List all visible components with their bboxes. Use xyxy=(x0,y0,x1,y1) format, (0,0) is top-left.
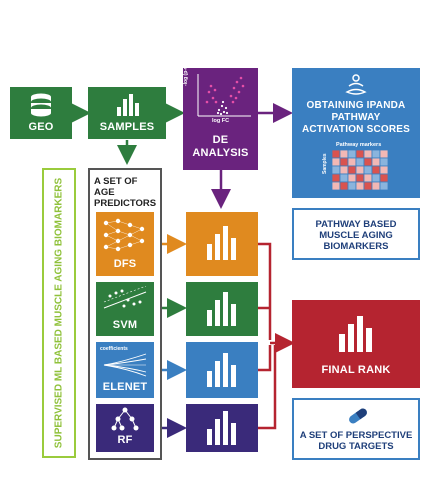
elenet-node: coefficients ELENET xyxy=(96,342,154,398)
final-rank-node: FINAL RANK xyxy=(292,300,420,388)
heatmap-icon xyxy=(332,150,388,190)
samples-node: SAMPLES xyxy=(88,87,166,139)
dfs-node: DFS xyxy=(96,212,154,276)
ipanda-label: OBTAINING IPANDA PATHWAY ACTIVATION SCOR… xyxy=(301,100,411,135)
bar-chart-icon xyxy=(207,411,236,445)
heatmap-side-label: Samples xyxy=(322,153,328,174)
volcano-plot-icon xyxy=(197,74,251,117)
svm-ranking-bars xyxy=(186,282,258,336)
svm-label: SVM xyxy=(112,319,138,331)
bar-chart-icon xyxy=(117,94,139,116)
bar-chart-icon xyxy=(207,226,236,260)
meditation-icon xyxy=(345,74,367,95)
samples-label: SAMPLES xyxy=(99,121,155,133)
supervised-ml-label: SUPERVISED ML BASED MUSCLE AGING BIOMARK… xyxy=(53,177,65,449)
scatter-icon xyxy=(103,286,147,309)
dfs-ranking-bars xyxy=(186,212,258,276)
bar-chart-icon xyxy=(339,316,372,352)
pathway-biomarkers-node: PATHWAY BASED MUSCLE AGING BIOMARKERS xyxy=(292,208,420,260)
supervised-ml-label-box: SUPERVISED ML BASED MUSCLE AGING BIOMARK… xyxy=(42,168,76,458)
elenet-ranking-bars xyxy=(186,342,258,398)
geo-label: GEO xyxy=(28,121,54,133)
bar-chart-icon xyxy=(207,353,236,387)
volcano-y-label: -log (p-value) xyxy=(183,54,189,86)
svm-node: SVM xyxy=(96,282,154,336)
rf-label: RF xyxy=(117,434,133,446)
rf-node: RF xyxy=(96,404,154,452)
predictors-title: A SET OF AGE PREDICTORS xyxy=(94,176,157,209)
drug-targets-node: A SET OF PERSPECTIVE DRUG TARGETS xyxy=(292,398,420,460)
geo-node: GEO xyxy=(10,87,72,139)
final-rank-label: FINAL RANK xyxy=(321,364,391,376)
capsule-icon xyxy=(349,408,367,424)
elenet-label: ELENET xyxy=(102,381,148,393)
pathway-biomarkers-label: PATHWAY BASED MUSCLE AGING BIOMARKERS xyxy=(315,219,397,252)
heatmap-top-label: Pathway markers xyxy=(336,142,382,148)
elenet-small-label: coefficients xyxy=(100,346,128,352)
dfs-label: DFS xyxy=(113,258,137,270)
drug-targets-label: A SET OF PERSPECTIVE DRUG TARGETS xyxy=(299,430,413,452)
tree-icon xyxy=(111,407,139,431)
coefficient-paths-icon xyxy=(103,353,147,377)
ipanda-node: OBTAINING IPANDA PATHWAY ACTIVATION SCOR… xyxy=(292,68,420,198)
database-icon xyxy=(31,93,51,117)
de-analysis-label: DE ANALYSIS xyxy=(192,134,249,159)
rf-ranking-bars xyxy=(186,404,258,452)
volcano-x-label: log FC xyxy=(211,118,230,124)
bar-chart-icon xyxy=(207,292,236,326)
de-analysis-node: -log (p-value) log FC DE ANALYSIS xyxy=(183,55,258,170)
neural-network-icon xyxy=(103,218,145,252)
